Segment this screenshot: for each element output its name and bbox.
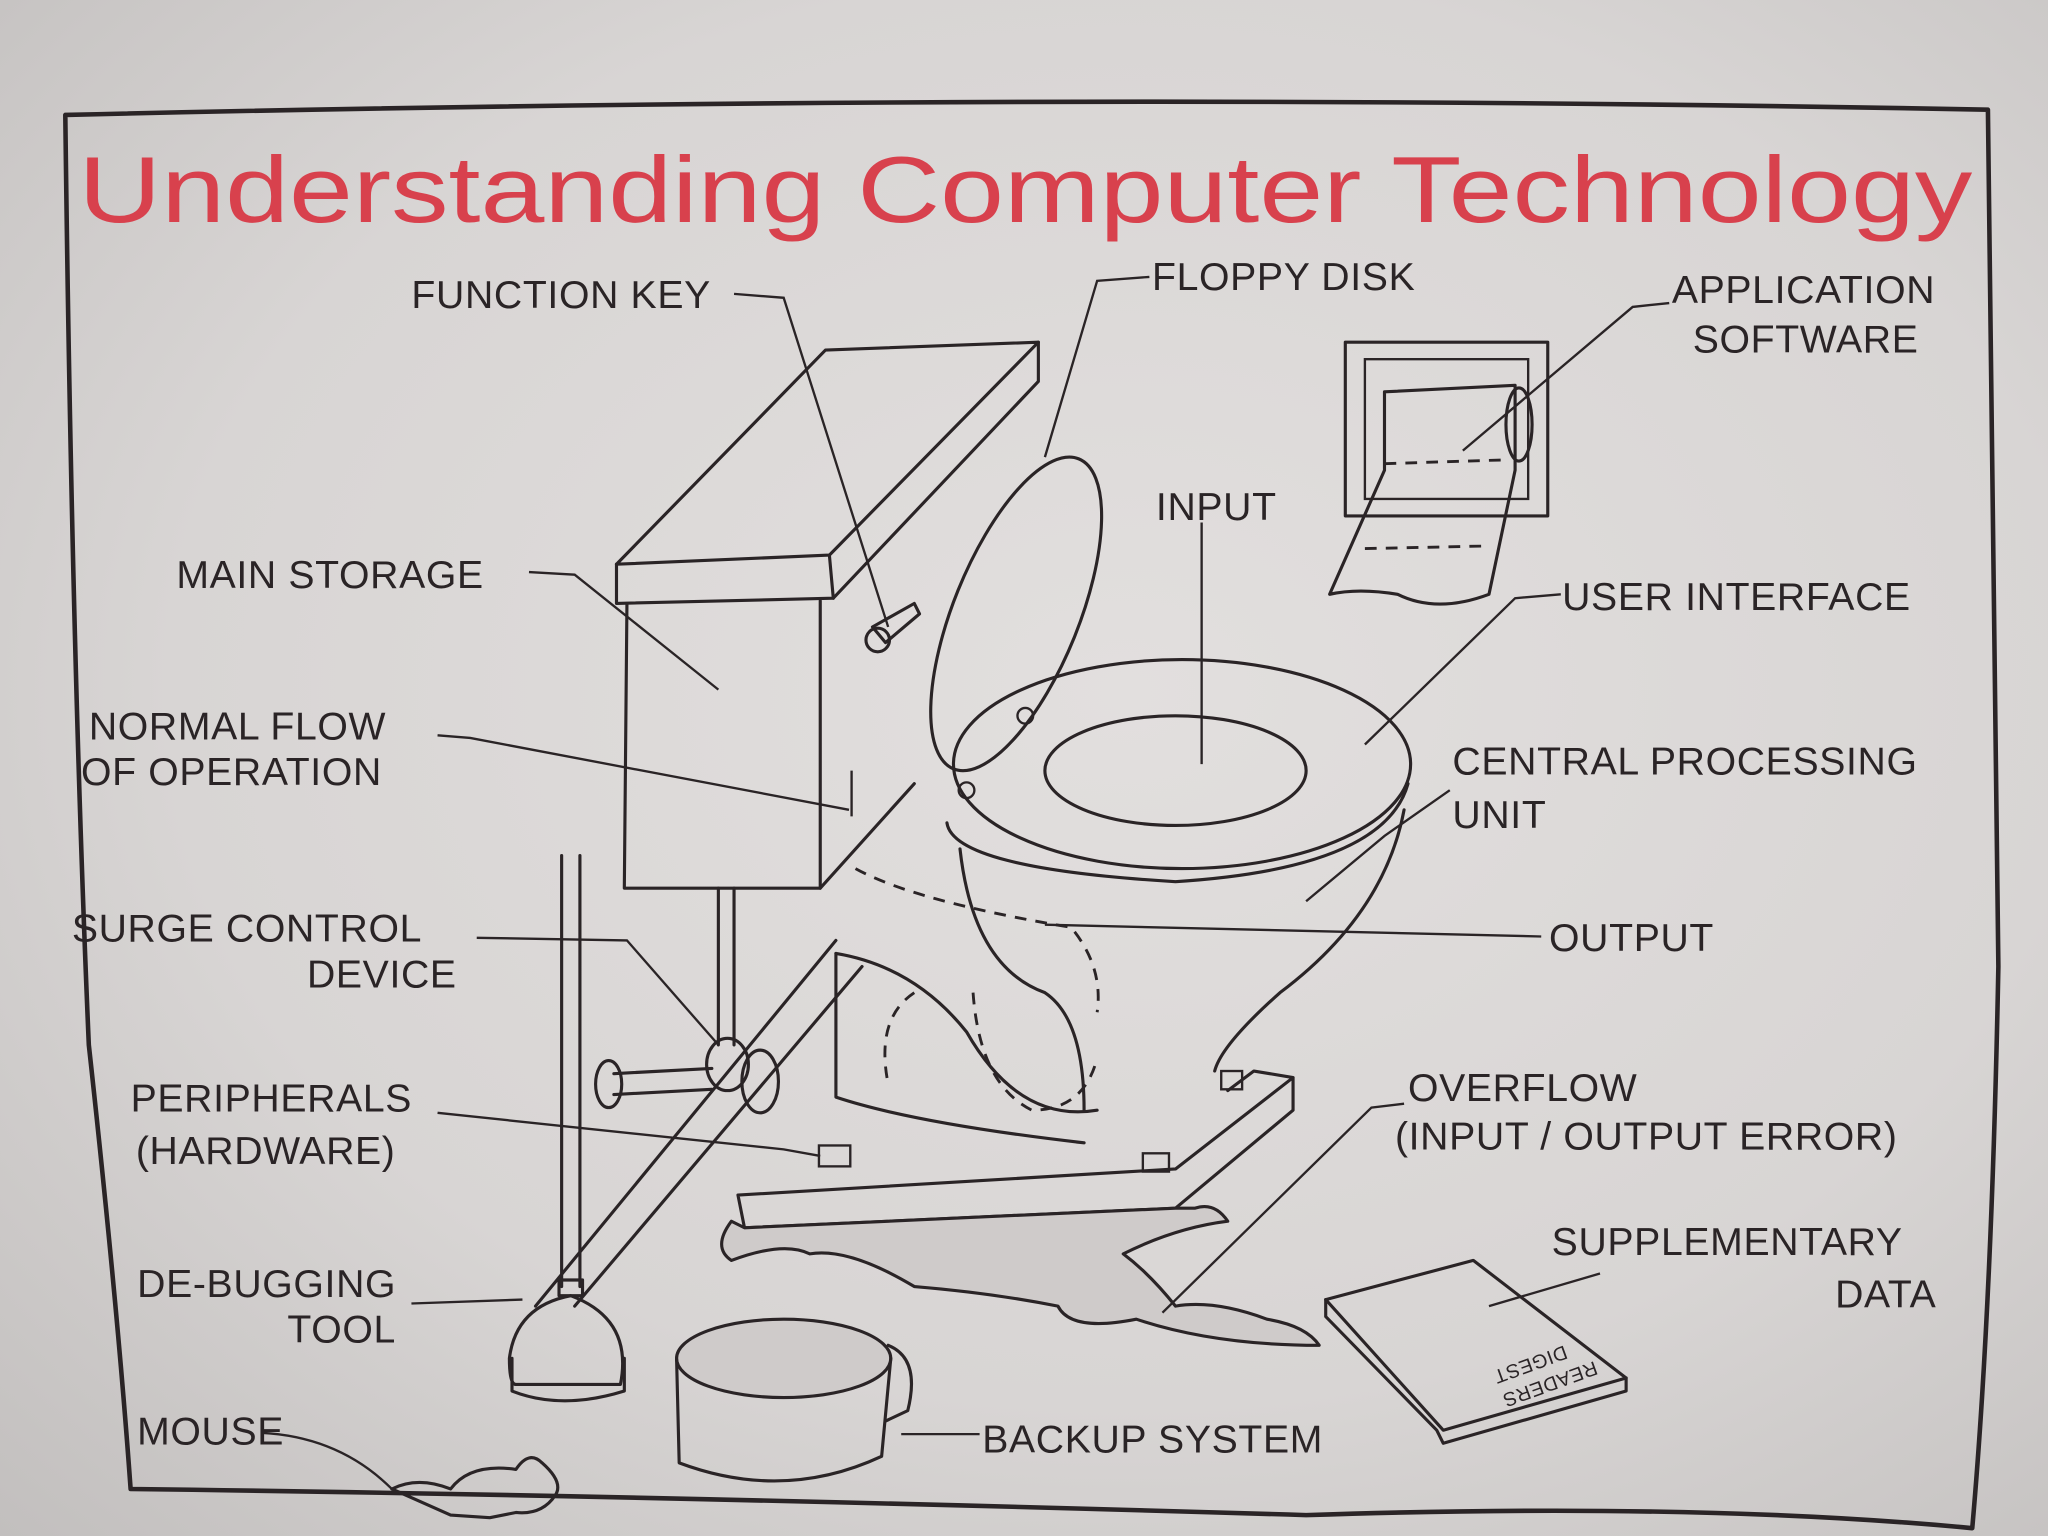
label-output: OUTPUT xyxy=(1549,917,1714,960)
plunger-icon xyxy=(507,853,626,1403)
pot-icon xyxy=(675,1317,914,1483)
label-debugging-1: DE-BUGGING xyxy=(137,1263,396,1306)
label-peripherals-1: PERIPHERALS xyxy=(131,1078,412,1121)
label-function-key: FUNCTION KEY xyxy=(411,274,710,317)
label-input: INPUT xyxy=(1156,486,1277,529)
label-cpu-1: CENTRAL PROCESSING xyxy=(1452,741,1917,784)
label-overflow-1: OVERFLOW xyxy=(1408,1067,1637,1110)
label-backup-system: BACKUP SYSTEM xyxy=(982,1418,1323,1461)
label-floppy-disk: FLOPPY DISK xyxy=(1152,256,1415,299)
puddle-icon xyxy=(720,1204,1321,1347)
toilet-paper-icon xyxy=(1328,340,1550,606)
label-normal-flow-2: OF OPERATION xyxy=(81,751,382,794)
toilet-bowl-icon xyxy=(834,455,1413,1145)
leader-lines xyxy=(261,275,1670,1490)
label-debugging-2: TOOL xyxy=(287,1309,396,1352)
book-icon: READERS DIGEST xyxy=(1324,1258,1628,1445)
toilet-tank-icon xyxy=(614,340,1040,890)
label-main-storage: MAIN STORAGE xyxy=(176,554,483,597)
label-supplementary-2: DATA xyxy=(1835,1273,1936,1316)
label-supplementary-1: SUPPLEMENTARY xyxy=(1552,1221,1903,1264)
labels: FUNCTION KEY FLOPPY DISK APPLICATION SOF… xyxy=(72,256,1936,1461)
label-user-interface: USER INTERFACE xyxy=(1562,576,1911,619)
label-overflow-2: (INPUT / OUTPUT ERROR) xyxy=(1395,1115,1898,1158)
label-surge-control-1: SURGE CONTROL xyxy=(72,908,422,951)
label-peripherals-2: (HARDWARE) xyxy=(136,1130,396,1173)
valve-icon xyxy=(533,886,864,1308)
label-mouse: MOUSE xyxy=(137,1411,284,1454)
label-normal-flow-1: NORMAL FLOW xyxy=(89,705,386,748)
mouse-icon xyxy=(390,1456,560,1520)
label-application-software-1: APPLICATION xyxy=(1672,269,1935,312)
label-application-software-2: SOFTWARE xyxy=(1693,319,1919,362)
label-cpu-2: UNIT xyxy=(1452,794,1546,837)
label-surge-control-2: DEVICE xyxy=(307,953,457,996)
title: Understanding Computer Technology xyxy=(78,137,1972,242)
frame-border xyxy=(63,99,2001,1531)
floor-base-icon xyxy=(736,1069,1295,1230)
